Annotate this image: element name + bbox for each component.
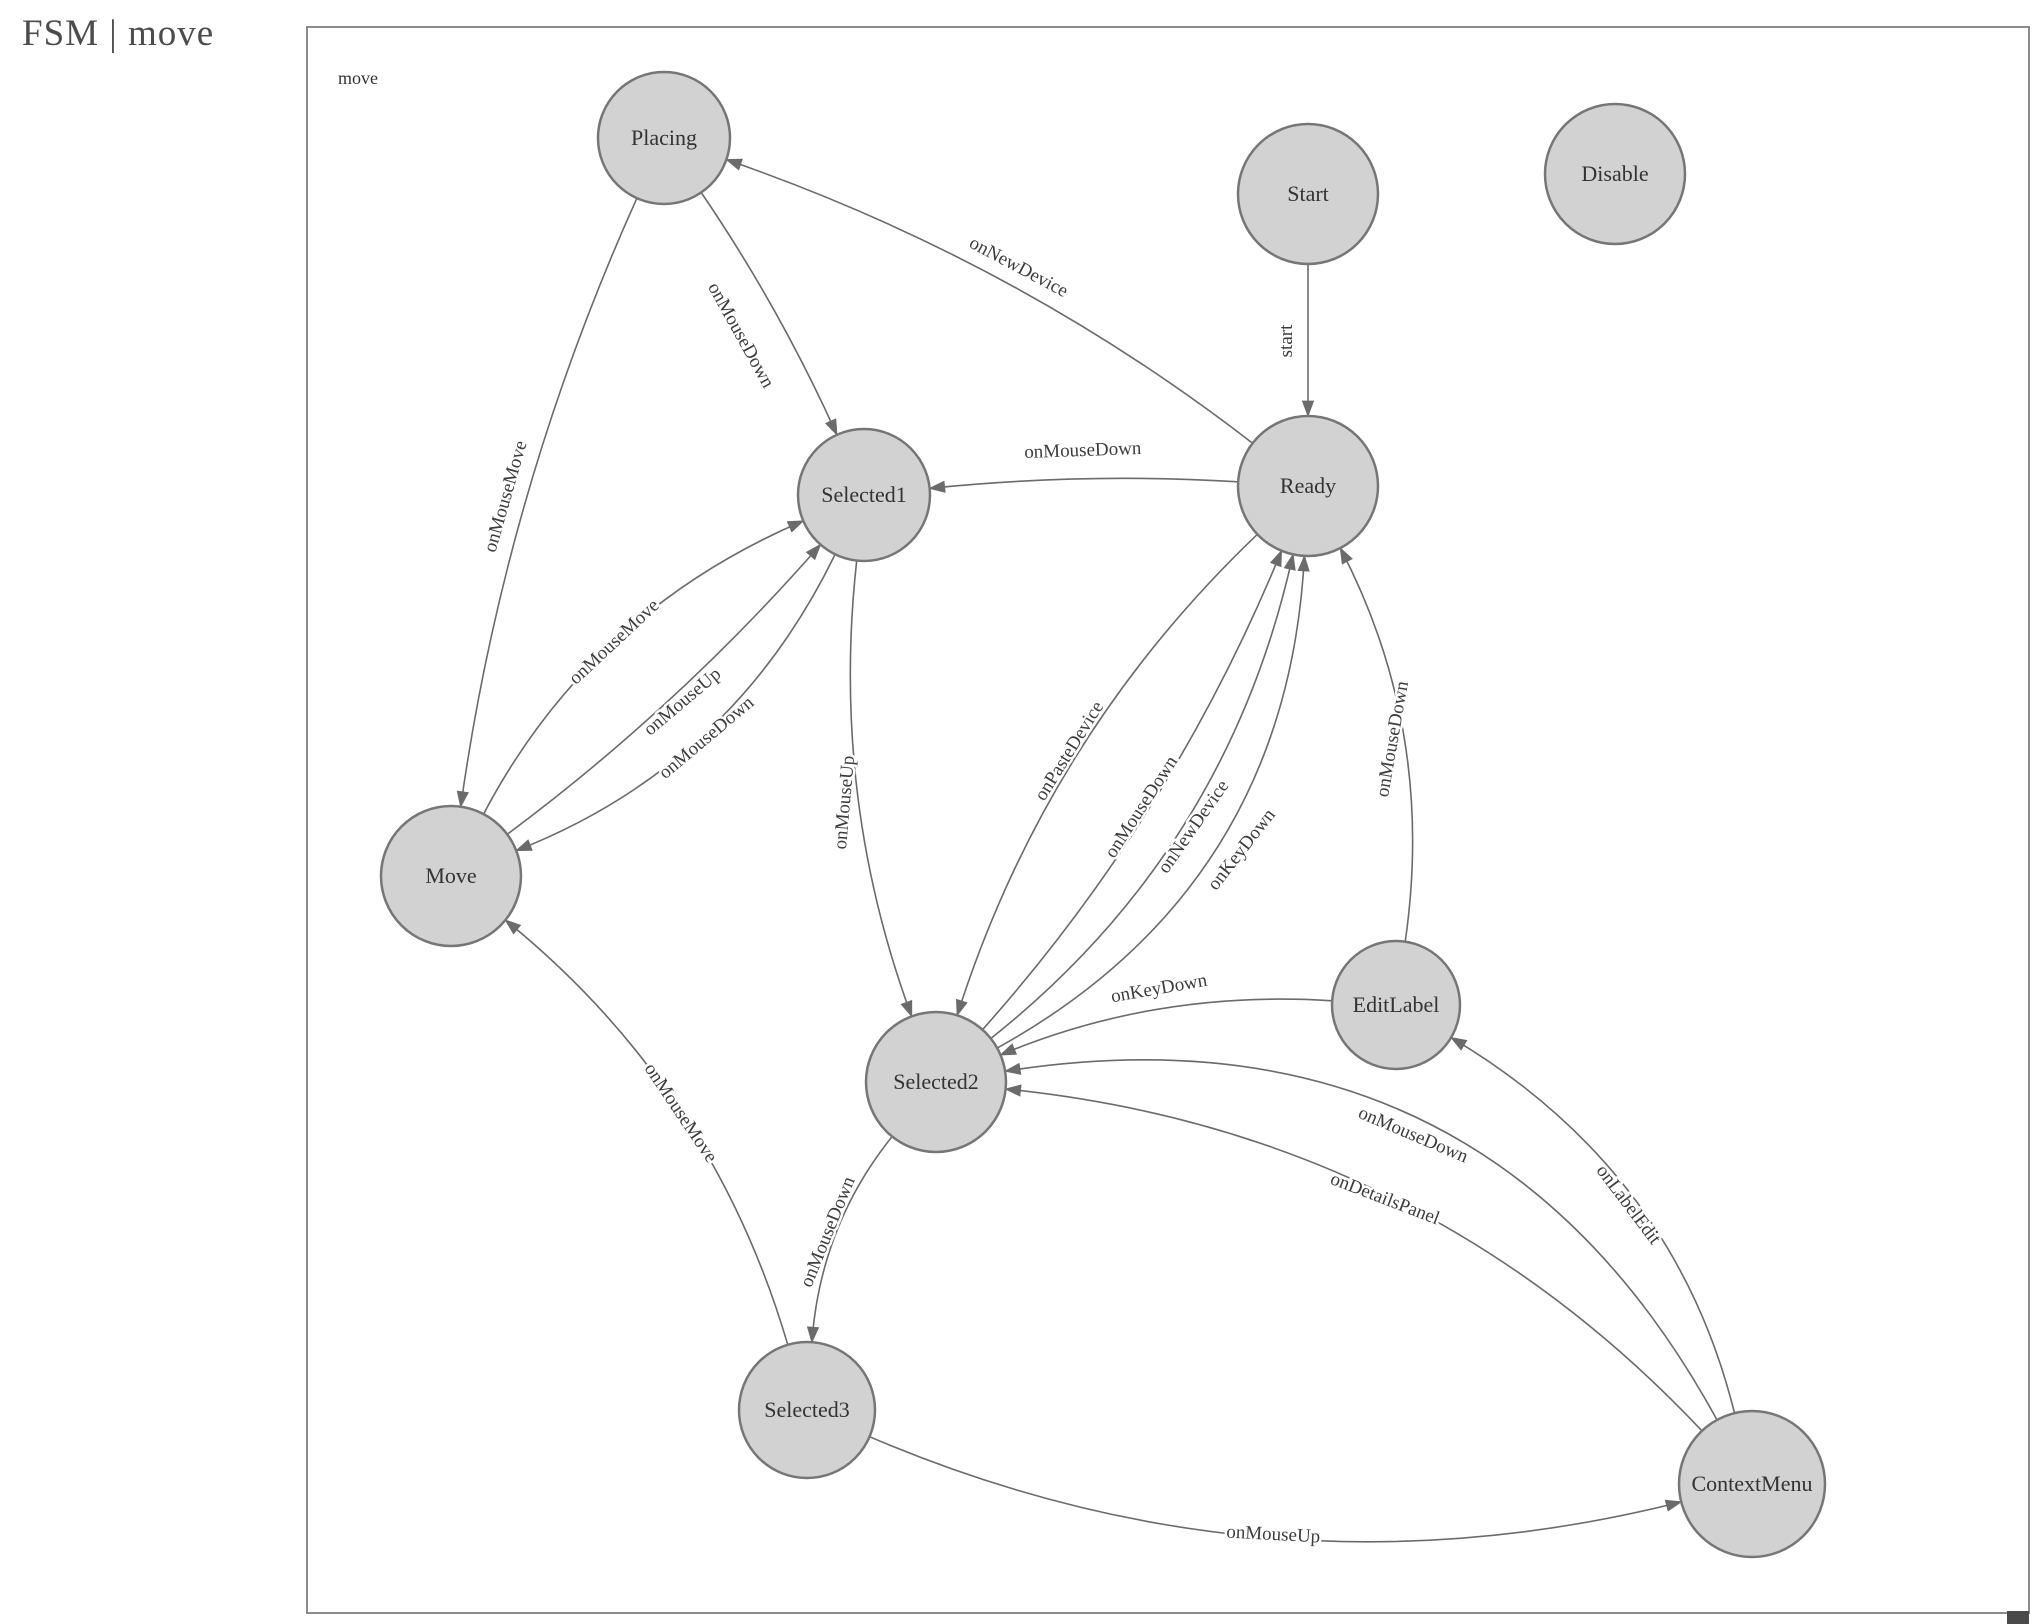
state-placing[interactable]: Placing <box>596 70 732 206</box>
edge-editlabel-selected2[interactable] <box>999 998 1333 1056</box>
state-label: Selected3 <box>764 1397 850 1422</box>
state-label: Placing <box>631 125 697 150</box>
transition-label: onMouseDown <box>703 279 778 392</box>
state-label: Selected1 <box>821 482 907 507</box>
state-contextmenu[interactable]: ContextMenu <box>1677 1409 1827 1559</box>
transition-label: onMouseUp <box>830 755 859 850</box>
state-circle[interactable] <box>596 70 732 206</box>
edge-ready-selected2[interactable] <box>955 533 1258 1017</box>
state-label: EditLabel <box>1353 992 1440 1017</box>
edge-contextmenu-editlabel[interactable] <box>1449 1036 1736 1414</box>
transition-label: onPasteDevice <box>1031 698 1109 805</box>
transition-label: onMouseDown <box>1355 1102 1472 1167</box>
resize-grip[interactable] <box>2007 1611 2029 1624</box>
state-circle[interactable] <box>1543 102 1687 246</box>
edge-contextmenu-selected2[interactable] <box>1003 1059 1718 1421</box>
page-title: FSM | move <box>22 13 215 54</box>
state-start[interactable]: Start <box>1236 122 1380 266</box>
state-selected3[interactable]: Selected3 <box>737 1340 877 1480</box>
canvas-title: move <box>338 68 378 88</box>
edge-move-selected1[interactable] <box>506 543 822 835</box>
edge-selected2-ready[interactable] <box>990 553 1296 1040</box>
transition-label: onNewDevice <box>966 232 1072 302</box>
state-circle[interactable] <box>864 1010 1008 1154</box>
transition-label: onMouseDown <box>1024 438 1142 463</box>
edge-selected1-move[interactable] <box>514 554 836 852</box>
edge-contextmenu-selected2[interactable] <box>1004 1084 1703 1432</box>
transition-label: onDetailsPanel <box>1328 1168 1443 1229</box>
state-label: Disable <box>1581 161 1648 186</box>
edge-move-selected1[interactable] <box>482 520 805 815</box>
state-ready[interactable]: Ready <box>1236 414 1380 558</box>
transition-label: onLabelEdit <box>1592 1161 1666 1249</box>
state-label: Selected2 <box>893 1069 979 1094</box>
transition-label: onKeyDown <box>1109 970 1209 1008</box>
state-circle[interactable] <box>796 427 932 563</box>
edge-editlabel-ready[interactable] <box>1339 546 1414 942</box>
edge-selected2-selected3[interactable] <box>806 1136 893 1344</box>
state-circle[interactable] <box>1330 939 1462 1071</box>
state-selected1[interactable]: Selected1 <box>796 427 932 563</box>
state-label: ContextMenu <box>1692 1471 1813 1496</box>
edge-selected3-move[interactable] <box>504 919 789 1346</box>
state-circle[interactable] <box>737 1340 877 1480</box>
edge-selected2-ready[interactable] <box>996 554 1310 1049</box>
state-circle[interactable] <box>379 804 523 948</box>
state-label: Move <box>425 863 476 888</box>
state-circle[interactable] <box>1236 414 1380 558</box>
transition-label: onMouseMove <box>565 595 663 689</box>
edge-selected3-contextmenu[interactable] <box>869 1435 1683 1543</box>
transition-label: onMouseMove <box>480 438 532 554</box>
state-disable[interactable]: Disable <box>1543 102 1687 246</box>
transition-label: onMouseDown <box>1372 679 1413 799</box>
edge-selected2-ready[interactable] <box>981 549 1283 1031</box>
edge-selected1-selected2[interactable] <box>849 560 913 1018</box>
transition-label: onMouseMove <box>640 1059 722 1166</box>
state-selected2[interactable]: Selected2 <box>864 1010 1008 1154</box>
edge-ready-placing[interactable] <box>725 158 1254 444</box>
state-circle[interactable] <box>1677 1409 1827 1559</box>
transition-label: start <box>1276 324 1297 357</box>
edge-placing-selected1[interactable] <box>700 192 838 437</box>
state-editlabel[interactable]: EditLabel <box>1330 939 1462 1071</box>
transition-label: onMouseUp <box>1226 1522 1321 1548</box>
edge-placing-move[interactable] <box>456 197 638 809</box>
transition-label: onMouseDown <box>796 1173 860 1290</box>
state-label: Ready <box>1280 473 1336 498</box>
transition-label: onKeyDown <box>1203 805 1280 895</box>
state-circle[interactable] <box>1236 122 1380 266</box>
edge-ready-selected1[interactable] <box>928 477 1239 493</box>
state-move[interactable]: Move <box>379 804 523 948</box>
state-label: Start <box>1287 181 1329 206</box>
